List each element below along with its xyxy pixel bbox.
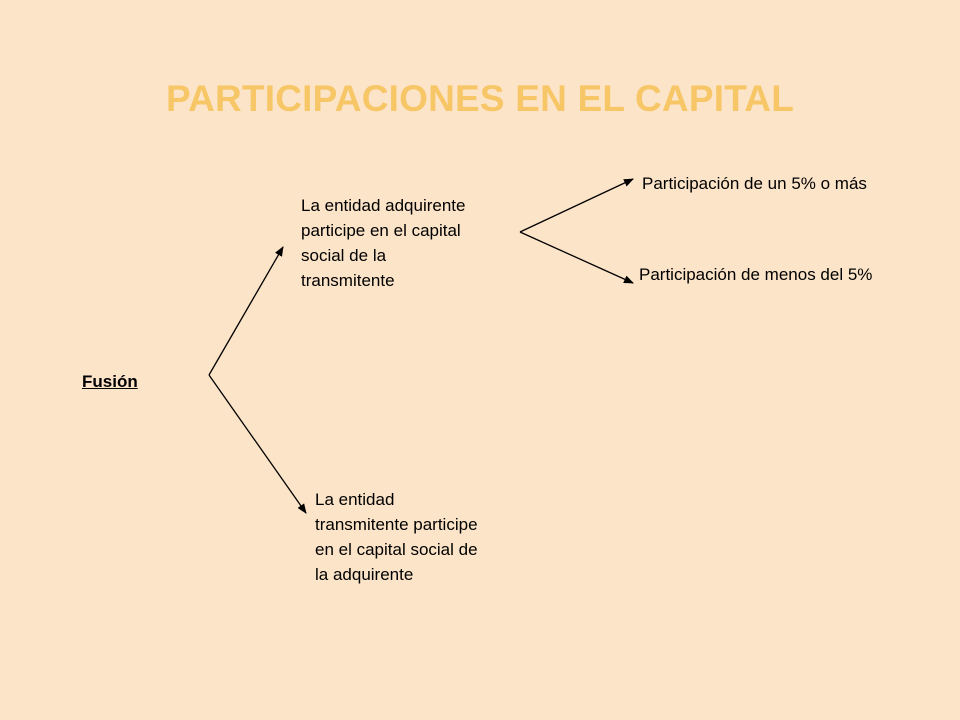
node-stake-less-than-5-percent: Participación de menos del 5% <box>639 265 873 284</box>
node-transferor-holds-stake: La entidad transmitente participe en el … <box>315 490 478 584</box>
connector-fusion-to-upper <box>208 246 284 376</box>
connector-upper-to-option-1 <box>519 178 634 233</box>
connector-fusion-to-lower <box>208 374 307 514</box>
connector-upper-to-option-2 <box>519 231 634 284</box>
slide-title: PARTICIPACIONES EN EL CAPITAL <box>166 78 794 119</box>
node-stake-5-percent-or-more: Participación de un 5% o más <box>642 174 867 193</box>
node-acquirer-holds-stake: La entidad adquirente participe en el ca… <box>301 196 466 290</box>
node-fusion: Fusión <box>82 372 138 391</box>
